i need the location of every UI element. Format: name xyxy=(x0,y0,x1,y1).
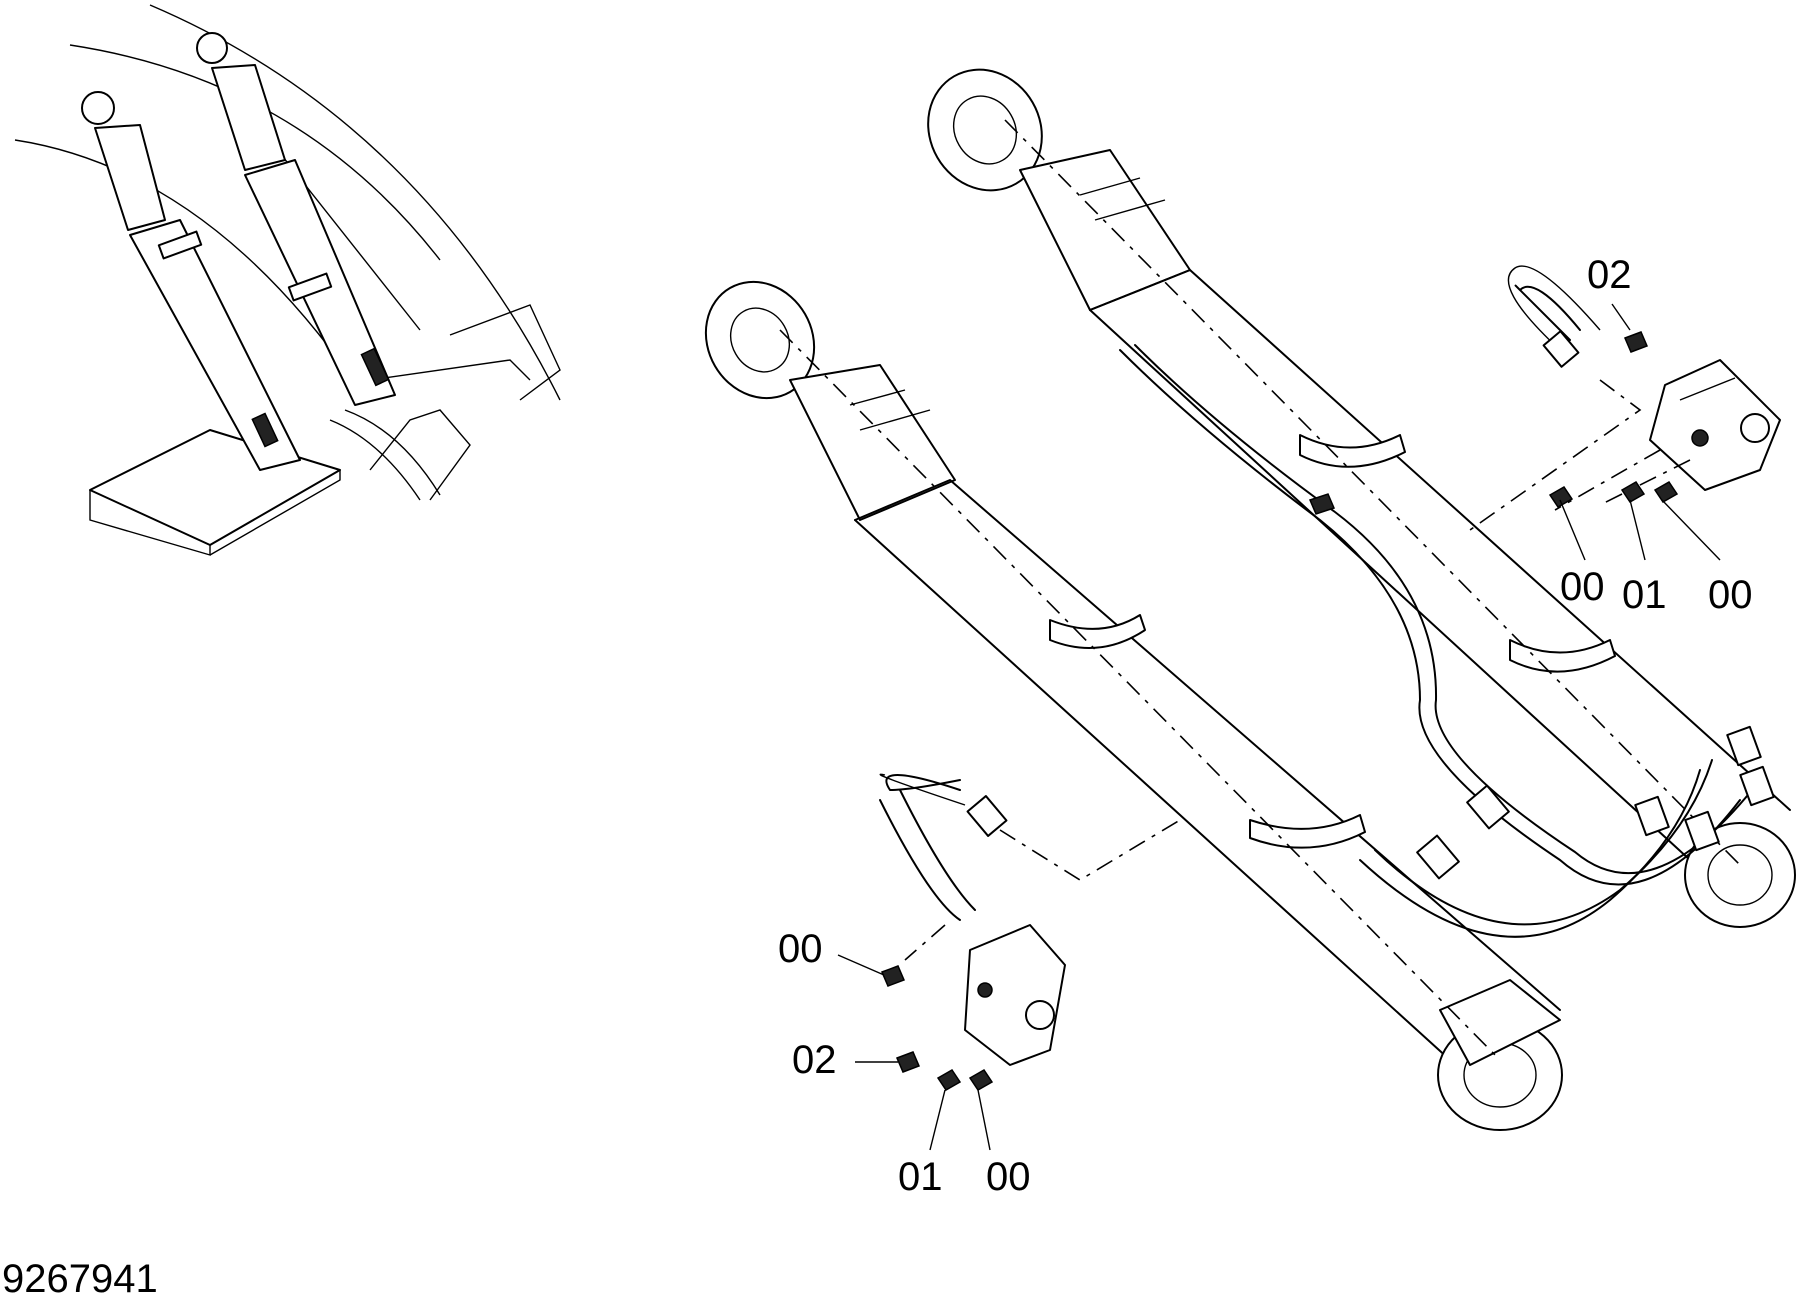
bolt xyxy=(1308,493,1336,515)
callout-upper-02: 02 xyxy=(1587,253,1632,297)
hydraulic-hoses xyxy=(1119,344,1775,938)
boom-cylinder-rear xyxy=(927,68,1796,928)
callout-lower-00-left: 00 xyxy=(778,927,823,971)
bolt xyxy=(1624,331,1648,353)
machine-overview-inset xyxy=(14,4,561,556)
inset-cylinder-right xyxy=(196,32,396,406)
lower-pipe-rupture-valve xyxy=(837,773,1181,1151)
bolt xyxy=(936,1069,962,1091)
bolt xyxy=(1653,481,1679,503)
callout-lower-00-right: 00 xyxy=(986,1155,1031,1199)
upper-pipe-rupture-valve xyxy=(1308,265,1781,561)
callout-upper-00-left: 00 xyxy=(1560,565,1605,609)
bolt xyxy=(1548,486,1574,508)
inset-cylinder-left xyxy=(81,91,301,471)
bolt xyxy=(968,1069,994,1091)
bolt xyxy=(881,965,905,987)
callout-upper-00-right: 00 xyxy=(1708,573,1753,617)
bolt xyxy=(1620,481,1646,503)
boom-cylinder-front xyxy=(704,280,1563,1131)
callout-upper-01: 01 xyxy=(1622,573,1667,617)
callout-lower-01: 01 xyxy=(898,1155,943,1199)
bolt xyxy=(896,1051,920,1073)
drawing-number: 9267941 xyxy=(2,1257,158,1301)
callout-lower-02: 02 xyxy=(792,1038,837,1082)
